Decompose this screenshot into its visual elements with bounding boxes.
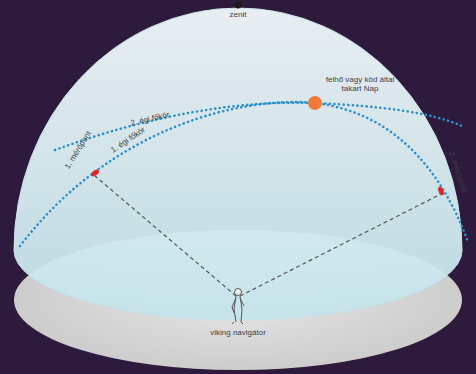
sight-line-2 [240, 194, 441, 296]
sky-dome [14, 8, 462, 320]
sight-line-1 [95, 176, 236, 296]
sky-label: viking navigátor [210, 328, 266, 337]
great-circle-1 [20, 102, 468, 246]
measure-point-2 [437, 186, 445, 196]
navigator-figure [232, 289, 244, 325]
sky-label: zenit [230, 10, 247, 19]
sun [308, 96, 322, 110]
horizon [14, 250, 462, 320]
sky-label: felhő vagy köd által takart Nap [324, 75, 396, 93]
measure-point-1 [90, 168, 100, 177]
zenith-dot [235, 2, 242, 9]
